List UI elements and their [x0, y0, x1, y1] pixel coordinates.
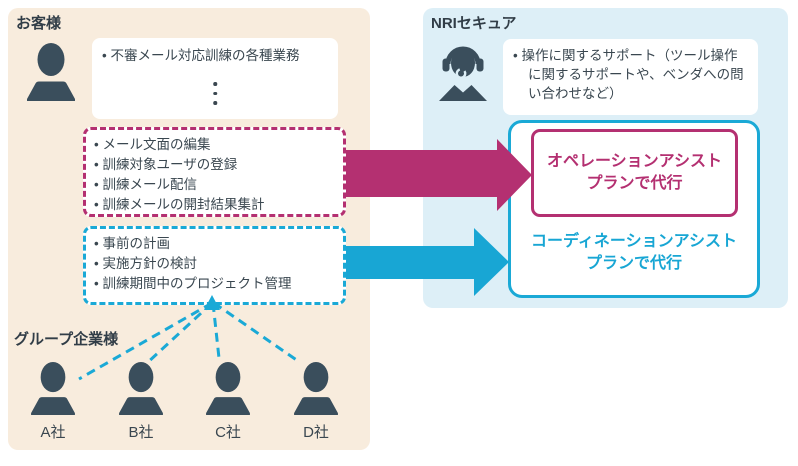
company-c-label: C社	[215, 424, 241, 441]
coordination-tasks-box: 事前の計画 実施方針の検討 訓練期間中のプロジェクト管理	[83, 226, 346, 305]
company-d-person-icon	[294, 362, 338, 415]
company-c-person-icon	[206, 362, 250, 415]
coordination-plan-label: コーディネーションアシスト プランで代行	[508, 231, 760, 275]
vertical-ellipsis-icon	[213, 82, 217, 105]
nri-panel-title: NRIセキュア	[431, 15, 517, 32]
operation-task-item: 訓練メールの開封結果集計	[94, 195, 335, 215]
coordination-task-item: 実施方針の検討	[94, 254, 335, 274]
operation-task-item: 訓練メール配信	[94, 175, 335, 195]
company-c: C社	[205, 362, 251, 442]
company-b: B社	[118, 362, 164, 442]
operation-task-item: メール文面の編集	[94, 135, 335, 155]
company-a-person-icon	[31, 362, 75, 415]
company-d: D社	[293, 362, 339, 442]
operation-tasks-box: メール文面の編集 訓練対象ユーザの登録 訓練メール配信 訓練メールの開封結果集計	[83, 127, 346, 217]
operation-plan-line1: オペレーションアシスト	[546, 153, 723, 170]
customer-panel-title: お客様	[16, 15, 62, 32]
company-a: A社	[30, 362, 76, 442]
coordination-task-item: 事前の計画	[94, 234, 335, 254]
all-training-tasks-box: 不審メール対応訓練の各種業務	[92, 38, 338, 119]
coordination-plan-line2: プランで代行	[585, 255, 682, 272]
group-companies-title: グループ企業様	[14, 331, 119, 348]
support-description-box: 操作に関するサポート（ツール操作に関するサポートや、ベンダへの問い合わせなど）	[503, 39, 758, 115]
operation-plan-line2: プランで代行	[586, 175, 683, 192]
support-item: 操作に関するサポート（ツール操作に関するサポートや、ベンダへの問い合わせなど）	[513, 46, 750, 103]
operation-task-item: 訓練対象ユーザの登録	[94, 155, 335, 175]
support-agent-headset-icon	[437, 42, 489, 102]
company-d-label: D社	[303, 424, 329, 441]
company-a-label: A社	[40, 424, 66, 441]
company-b-label: B社	[128, 424, 154, 441]
customer-person-icon	[26, 43, 76, 101]
task-item: 不審メール対応訓練の各種業務	[102, 46, 328, 66]
company-b-person-icon	[119, 362, 163, 415]
coordination-plan-line1: コーディネーションアシスト	[531, 233, 737, 250]
operation-assist-plan-box: オペレーションアシスト プランで代行	[531, 129, 738, 217]
coordination-task-item: 訓練期間中のプロジェクト管理	[94, 274, 335, 294]
